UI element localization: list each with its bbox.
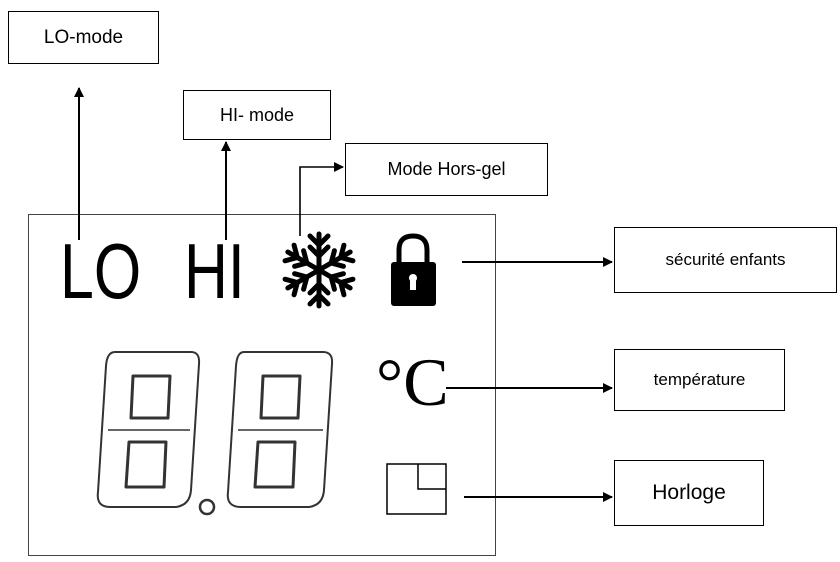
- temperature-unit: °C: [376, 344, 449, 420]
- hi-indicator: HI: [184, 227, 245, 315]
- padlock-icon: [391, 233, 436, 306]
- clock-segment-icon: [386, 463, 447, 515]
- lo-indicator: LO: [60, 227, 142, 315]
- lcd-display-frame: [28, 214, 496, 556]
- temperature-label: température: [614, 349, 785, 411]
- lo-mode-label: LO-mode: [8, 11, 159, 64]
- child-lock-label: sécurité enfants: [614, 227, 837, 293]
- frost-mode-label: Mode Hors-gel: [345, 143, 548, 196]
- clock-label: Horloge: [614, 460, 764, 526]
- hi-mode-label: HI- mode: [183, 90, 331, 140]
- seven-segment-digits: [96, 351, 334, 516]
- snowflake-icon: [283, 231, 354, 306]
- frost-mode-arrow: [299, 162, 344, 236]
